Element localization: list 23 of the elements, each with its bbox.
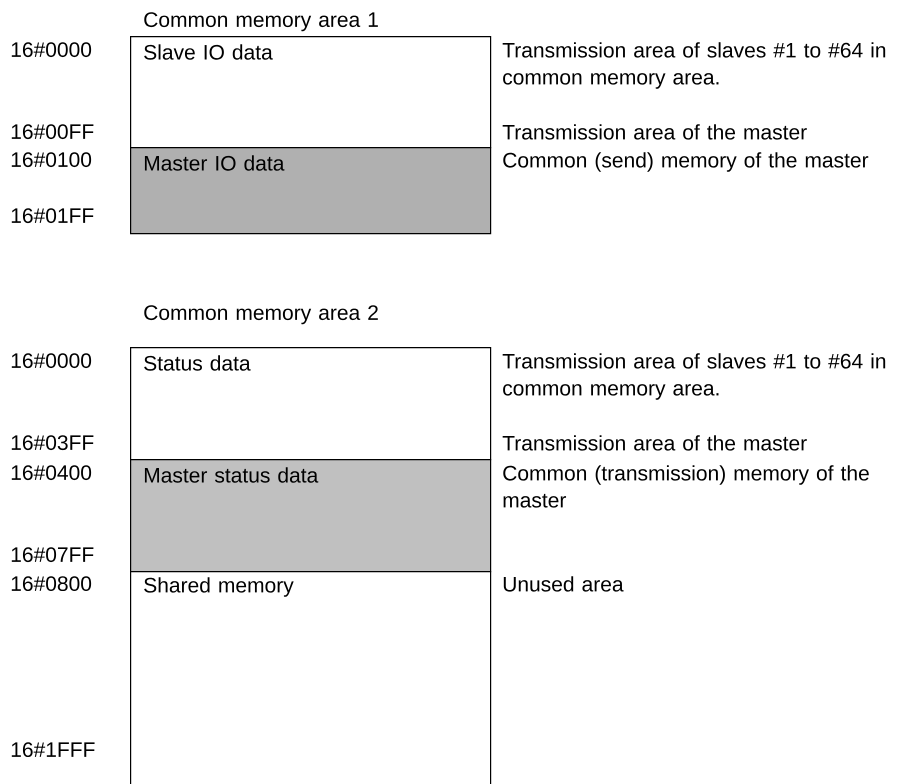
description-text: Transmission area of the master xyxy=(502,435,807,451)
address-label: 16#03FF xyxy=(12,435,94,450)
description-text: Transmission area of slaves #1 to #64 in common memory area. xyxy=(502,353,886,400)
address-label: 16#0800 xyxy=(12,576,92,592)
description-text: Transmission area of slaves #1 to #64 in common memory area. xyxy=(502,42,886,89)
description-text: Transmission area of the master xyxy=(502,124,807,140)
address-label: 16#0100 xyxy=(12,152,92,168)
address-label: 16#0400 xyxy=(12,465,92,480)
memory-block: Master status data xyxy=(130,459,492,572)
address-label: 16#0000 xyxy=(12,42,92,58)
address-label: 16#1FFF xyxy=(12,742,95,758)
memory-block: Status data xyxy=(130,347,492,460)
address-label: 16#07FF xyxy=(12,547,94,562)
address-label: 16#01FF xyxy=(12,208,94,224)
area-heading: Common memory area 2 xyxy=(144,305,378,324)
memory-block: Slave IO data xyxy=(130,36,492,148)
description-text: Common (send) memory of the master xyxy=(503,152,868,172)
description-text: Common (transmission) memory of the master xyxy=(503,465,869,508)
description-text: Unused area xyxy=(504,576,624,592)
address-label: 16#0000 xyxy=(12,353,92,368)
address-label: 16#00FF xyxy=(12,124,94,140)
memory-block: Master IO data xyxy=(130,147,492,234)
memory-block: Shared memory xyxy=(130,571,492,784)
